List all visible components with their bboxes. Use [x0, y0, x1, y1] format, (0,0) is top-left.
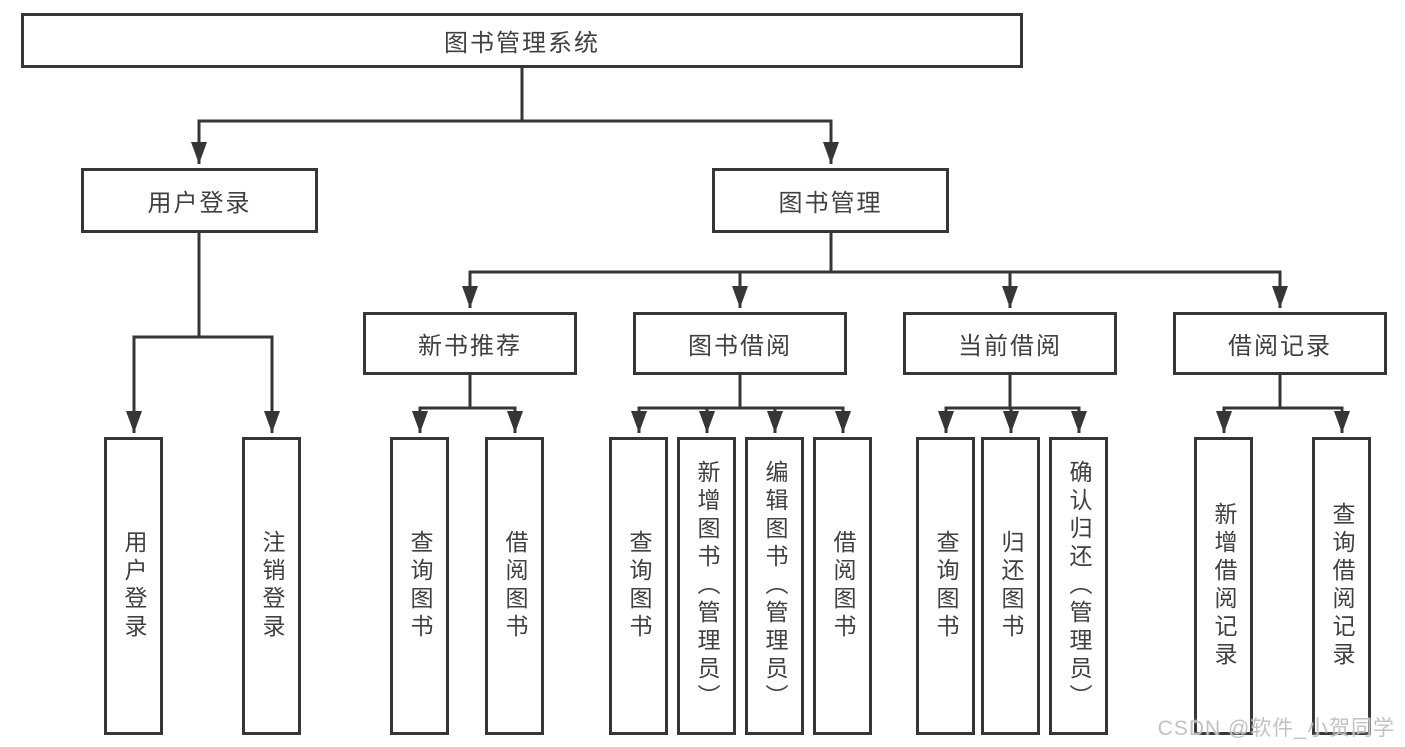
leaf-query-books-current: 查询图书 — [916, 437, 975, 735]
leaf-logout: 注销登录 — [242, 437, 301, 735]
node-book-management: 图书管理 — [712, 168, 949, 233]
leaf-label: 查询图书 — [407, 530, 433, 642]
leaf-label: 用户登录 — [121, 530, 147, 642]
leaf-label: 查询图书 — [626, 530, 652, 642]
node-book-borrowing: 图书借阅 — [633, 312, 847, 375]
edges — [126, 68, 1350, 433]
node-label: 图书借阅 — [688, 333, 792, 360]
node-label: 当前借阅 — [958, 333, 1062, 360]
node-label: 新书推荐 — [418, 333, 522, 360]
leaf-user-login: 用户登录 — [104, 437, 163, 735]
leaf-query-books-borrowing: 查询图书 — [609, 437, 668, 735]
leaf-add-books-admin: 新增图书（管理员） — [677, 437, 736, 735]
node-new-book-recommendation: 新书推荐 — [363, 312, 577, 375]
leaf-borrow-books-recommend: 借阅图书 — [485, 437, 544, 735]
leaf-confirm-return-admin: 确认归还（管理员） — [1049, 437, 1108, 735]
leaf-label: 编辑图书（管理员） — [762, 460, 788, 712]
node-library-management-system: 图书管理系统 — [21, 13, 1023, 68]
leaf-label: 确认归还（管理员） — [1066, 460, 1092, 712]
leaf-label: 查询借阅记录 — [1329, 502, 1355, 670]
node-label: 图书管理 — [778, 190, 883, 217]
leaf-label: 注销登录 — [259, 530, 285, 642]
leaf-label: 归还图书 — [998, 530, 1024, 642]
node-label: 图书管理系统 — [444, 30, 600, 57]
csdn-watermark: CSDN @软件_小贺同学 — [1157, 717, 1395, 740]
leaf-edit-books-admin: 编辑图书（管理员） — [745, 437, 804, 735]
leaf-label: 查询图书 — [933, 530, 959, 642]
leaf-add-borrow-record: 新增借阅记录 — [1194, 437, 1253, 735]
leaf-query-borrow-record: 查询借阅记录 — [1312, 437, 1371, 735]
node-borrowing-records: 借阅记录 — [1173, 312, 1387, 375]
leaf-return-books: 归还图书 — [981, 437, 1040, 735]
leaf-label: 借阅图书 — [502, 530, 528, 642]
leaf-label: 新增借阅记录 — [1211, 502, 1237, 670]
leaf-query-books-recommend: 查询图书 — [390, 437, 449, 735]
leaf-borrow-books: 借阅图书 — [813, 437, 872, 735]
leaf-label: 借阅图书 — [830, 530, 856, 642]
node-label: 借阅记录 — [1228, 333, 1332, 360]
node-label: 用户登录 — [147, 190, 252, 217]
leaf-label: 新增图书（管理员） — [694, 460, 720, 712]
node-current-borrowing: 当前借阅 — [903, 312, 1117, 375]
node-user-login: 用户登录 — [81, 168, 318, 233]
